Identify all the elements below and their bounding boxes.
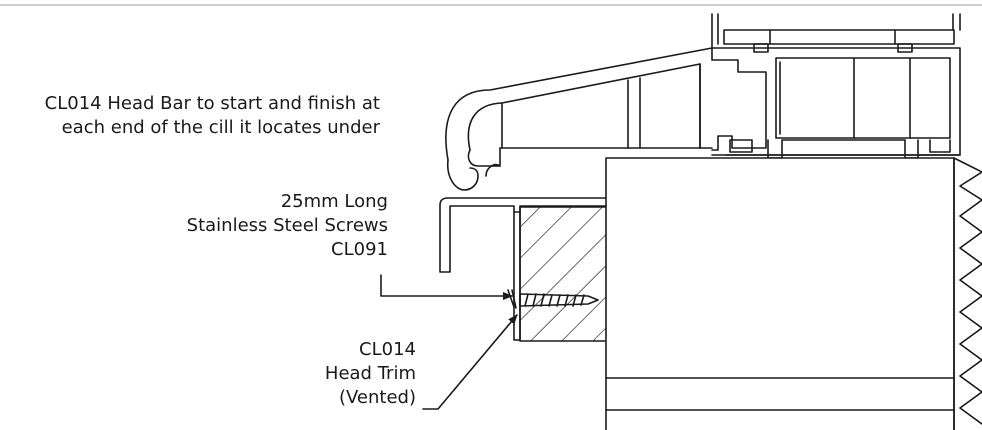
- screw-leader-line: [380, 274, 513, 300]
- head-bar-annotation-line-1: CL014 Head Bar to start and finish at: [44, 93, 380, 114]
- wall-block: [605, 157, 955, 430]
- window-frame-profile: [711, 13, 961, 159]
- screws-annotation: 25mm Long Stainless Steel Screws CL091: [187, 190, 388, 262]
- cill-profile: [445, 47, 713, 191]
- head-bar-annotation-line-2: each end of the cill it locates under: [61, 117, 380, 138]
- screws-annotation-line-3: CL091: [331, 239, 388, 260]
- head-trim-annotation: CL014 Head Trim (Vented): [325, 338, 416, 410]
- screws-annotation-line-1: 25mm Long: [280, 191, 388, 212]
- head-bar-annotation: CL014 Head Bar to start and finish at ea…: [45, 92, 380, 140]
- head-trim-annotation-line-3: (Vented): [338, 387, 416, 408]
- trim-leader-line: [422, 314, 518, 410]
- timber-packer: [519, 206, 609, 342]
- insulation-pattern: [953, 157, 982, 430]
- head-trim-annotation-line-1: CL014: [359, 339, 416, 360]
- head-trim-annotation-line-2: Head Trim: [324, 363, 416, 384]
- screws-annotation-line-2: Stainless Steel Screws: [186, 215, 388, 236]
